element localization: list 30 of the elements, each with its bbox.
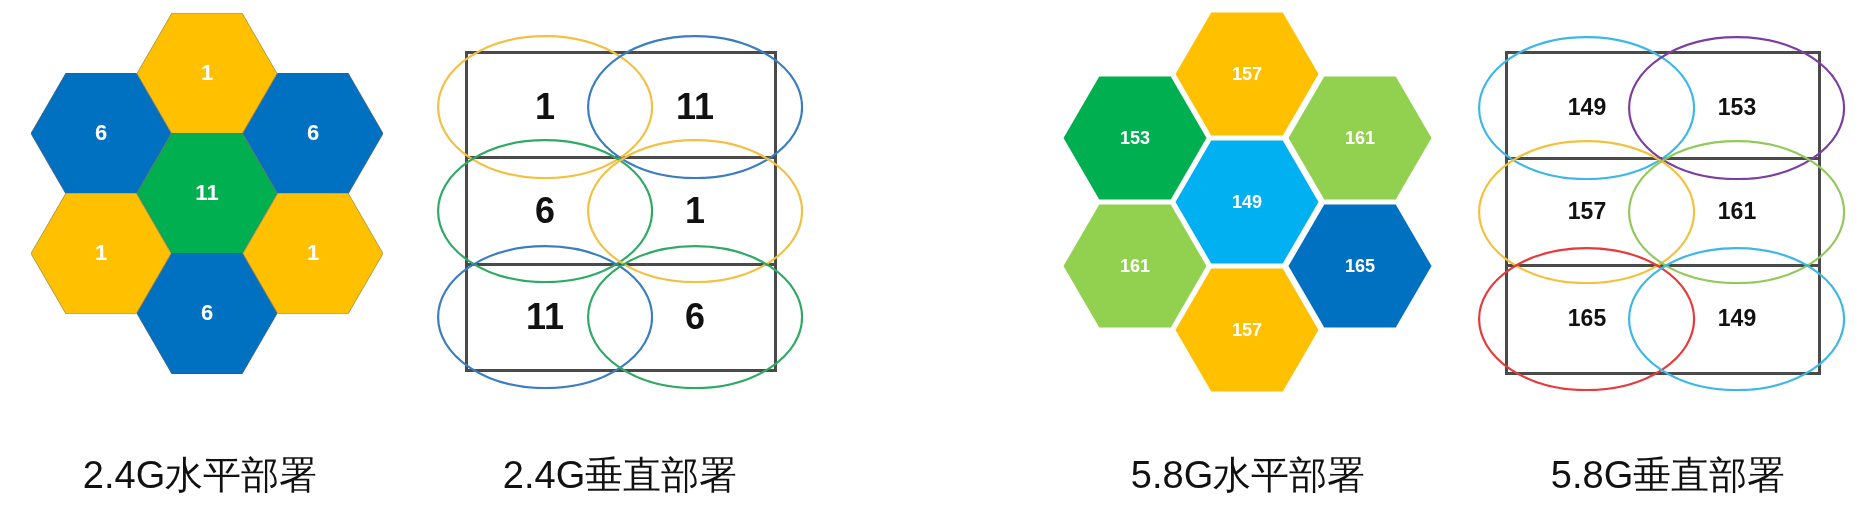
channel-ellipse: 1 [436, 34, 654, 180]
panel-caption: 5.8G垂直部署 [1550, 454, 1786, 498]
channel-ellipse: 149 [1478, 35, 1696, 181]
channel-ellipse: 149 [1628, 246, 1846, 392]
channel-ellipse: 1 [586, 138, 804, 284]
channel-ellipse: 165 [1478, 246, 1696, 392]
channel-ellipse: 11 [436, 244, 654, 390]
hexagon-tile: 6 [137, 252, 277, 374]
hexagon-tile: 161 [1287, 75, 1433, 201]
channel-ellipse: 157 [1478, 139, 1696, 285]
hexagon-tile: 161 [1062, 203, 1208, 329]
hexagon-tile: 165 [1287, 203, 1433, 329]
hexagon-tile: 1 [31, 192, 171, 314]
hexagon-tile: 1 [243, 192, 383, 314]
channel-ellipse: 6 [586, 244, 804, 390]
hexagon-tile: 11 [137, 132, 277, 254]
channel-ellipse: 153 [1628, 35, 1846, 181]
panel-caption: 5.8G水平部署 [1130, 454, 1366, 498]
hexagon-tile: 157 [1174, 11, 1320, 137]
hexagon-tile: 6 [243, 72, 383, 194]
channel-ellipse: 161 [1628, 139, 1846, 285]
channel-ellipse: 6 [436, 138, 654, 284]
hexagon-tile: 1 [137, 12, 277, 134]
hexagon-tile: 6 [31, 72, 171, 194]
hexagon-tile: 153 [1062, 75, 1208, 201]
channel-ellipse: 11 [586, 34, 804, 180]
panel-caption: 2.4G垂直部署 [502, 454, 738, 498]
hexagon-tile: 157 [1174, 267, 1320, 393]
panel-caption: 2.4G水平部署 [82, 454, 318, 498]
hexagon-tile: 149 [1174, 139, 1320, 265]
